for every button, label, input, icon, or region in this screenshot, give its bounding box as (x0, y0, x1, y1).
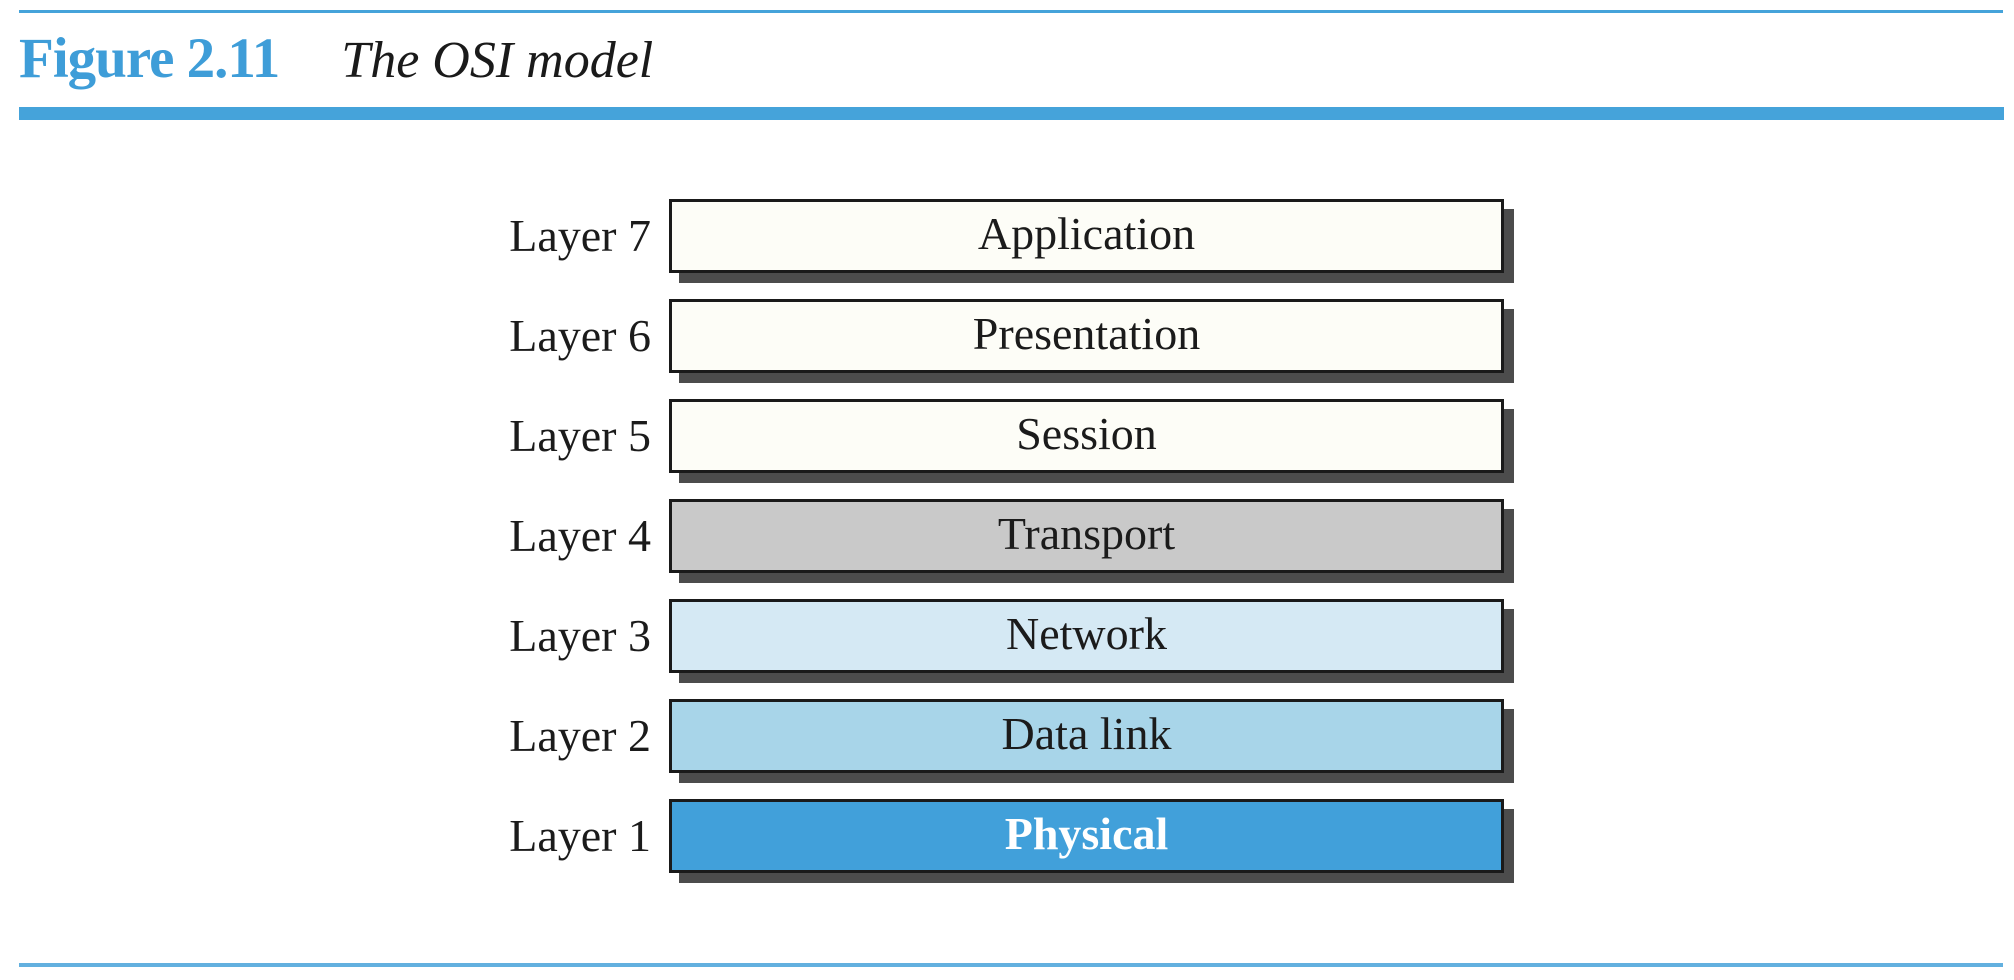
top-rule (19, 10, 2003, 13)
layer-box: Data link (669, 699, 1504, 773)
layer-name-label: Data link (1001, 708, 1172, 759)
layer-name-label: Presentation (972, 308, 1201, 359)
layer-number-label: Layer 5 (509, 410, 651, 461)
layer-name-label: Application (977, 208, 1196, 259)
bottom-rule (19, 963, 2003, 967)
layer-box: Presentation (669, 299, 1504, 373)
layer-name-label: Session (1016, 408, 1157, 459)
layer-name-label: Physical (1004, 808, 1169, 859)
layer-box: Network (669, 599, 1504, 673)
layer-row: Layer 4 Transport (0, 499, 2014, 573)
layer-box: Session (669, 399, 1504, 473)
layer-number-label: Layer 6 (509, 310, 651, 361)
figure-title: Figure 2.11 The OSI model (19, 26, 653, 91)
layer-name-label: Network (1006, 608, 1167, 659)
layer-box: Transport (669, 499, 1504, 573)
layer-number-label: Layer 3 (509, 610, 651, 661)
layer-row: Layer 1 Physical (0, 799, 2014, 873)
layer-row: Layer 2 Data link (0, 699, 2014, 773)
layer-row: Layer 6 Presentation (0, 299, 2014, 373)
figure-caption: The OSI model (341, 32, 654, 89)
layer-box: Application (669, 199, 1504, 273)
layer-number-label: Layer 2 (509, 710, 651, 761)
header-rule (19, 107, 2004, 120)
layer-box: Physical (669, 799, 1504, 873)
layer-number-label: Layer 1 (509, 810, 651, 861)
layer-name-label: Transport (997, 508, 1176, 559)
layer-number-label: Layer 4 (509, 510, 651, 561)
layer-row: Layer 3 Network (0, 599, 2014, 673)
layer-row: Layer 7 Application (0, 199, 2014, 273)
layer-row: Layer 5 Session (0, 399, 2014, 473)
figure-number-label: Figure 2.11 (19, 27, 280, 90)
layer-number-label: Layer 7 (509, 210, 651, 261)
